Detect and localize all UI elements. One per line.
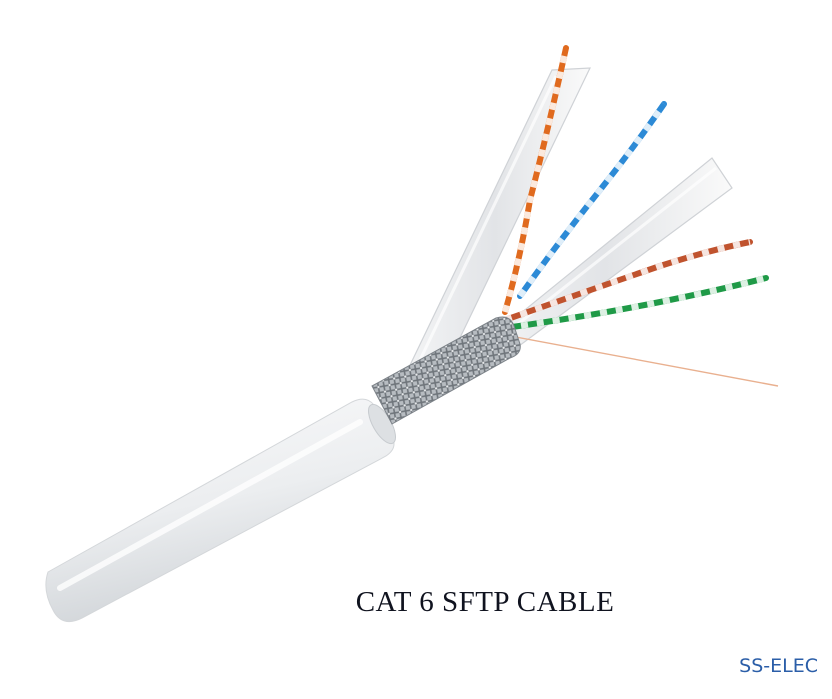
ripcord [504, 334, 779, 387]
brown-pair [502, 239, 753, 323]
product-title: CAT 6 SFTP CABLE [355, 586, 615, 618]
green-pair [502, 275, 769, 331]
orange-pair [502, 45, 569, 315]
braided-shield [371, 316, 521, 425]
brand-watermark: SS-ELEC [739, 655, 818, 677]
outer-jacket [45, 398, 396, 623]
blue-pair [517, 101, 667, 299]
